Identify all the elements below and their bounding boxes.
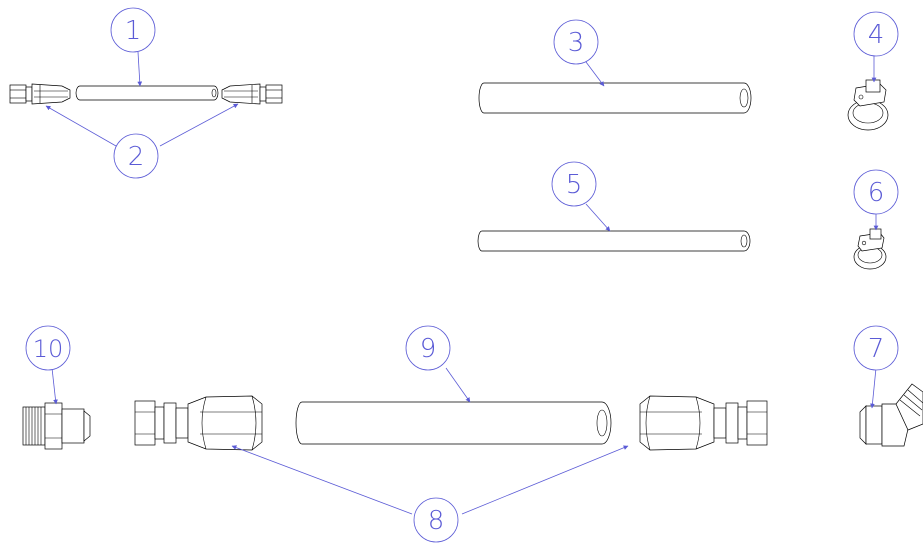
- straight-adapter: [22, 402, 91, 450]
- hose-fitting-right: [639, 395, 768, 451]
- small-fitting-left: [9, 83, 71, 105]
- balloon-6-label: 6: [868, 178, 885, 208]
- balloon-7: 7: [853, 325, 899, 371]
- balloon-1-label: 1: [125, 16, 142, 46]
- balloon-3-label: 3: [568, 28, 585, 58]
- balloon-10: 10: [25, 325, 71, 371]
- balloon-9: 9: [405, 325, 451, 371]
- leader-lines: [45, 51, 879, 515]
- balloon-9-label: 9: [420, 334, 437, 364]
- balloon-5: 5: [551, 161, 597, 207]
- balloon-7-label: 7: [868, 334, 885, 364]
- balloon-4-label: 4: [868, 20, 885, 50]
- small-hose-tube: [75, 85, 219, 101]
- elbow-45-adapter: [859, 383, 923, 447]
- balloon-3: 3: [553, 19, 599, 65]
- hose-fitting-left: [134, 395, 263, 451]
- small-hose-assembly: [9, 83, 283, 105]
- hose-clamp-small: [853, 228, 887, 270]
- balloon-6: 6: [853, 169, 899, 215]
- balloon-10-label: 10: [33, 335, 64, 363]
- hose-part-9: [295, 401, 612, 445]
- hose-clamp-large: [847, 79, 889, 131]
- balloon-5-label: 5: [566, 170, 583, 200]
- balloon-2-label: 2: [128, 142, 145, 172]
- balloon-8: 8: [413, 497, 459, 543]
- balloon-4: 4: [853, 11, 899, 57]
- hose-part-3: [478, 82, 752, 114]
- balloon-8-label: 8: [428, 506, 445, 536]
- balloon-2: 2: [113, 133, 159, 179]
- small-fitting-right: [221, 83, 283, 105]
- hose-part-5: [477, 230, 751, 252]
- balloon-1: 1: [110, 7, 156, 53]
